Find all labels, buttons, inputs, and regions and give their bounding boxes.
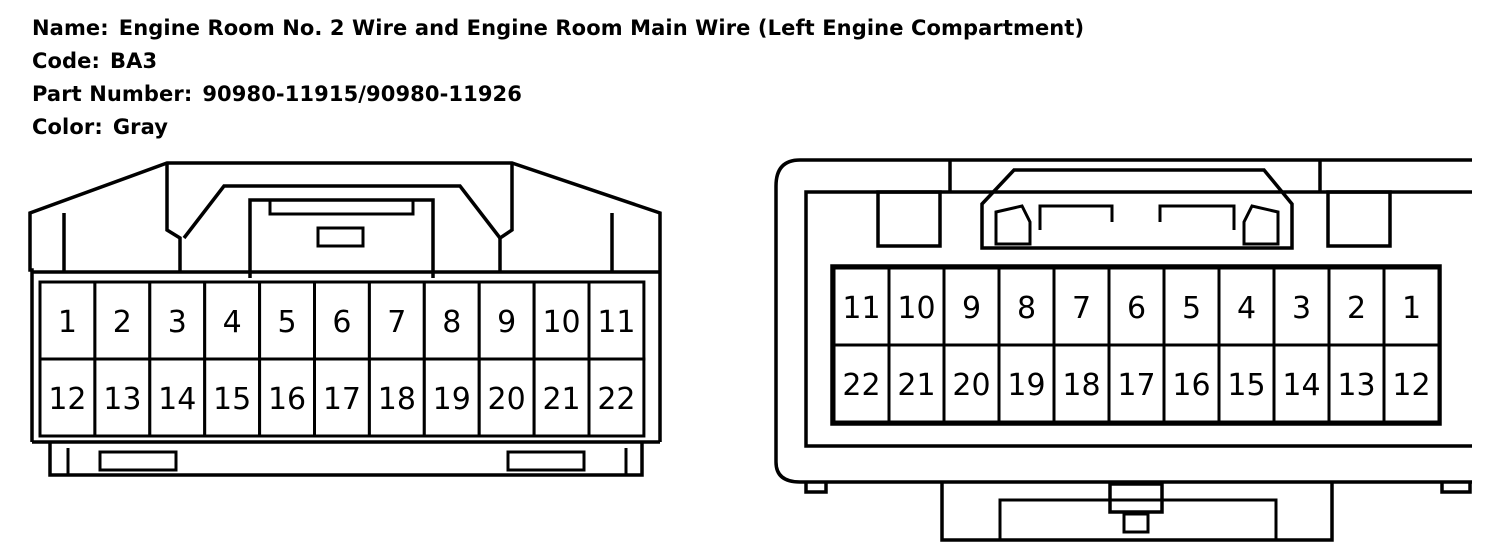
- right-pin-label-11: 11: [842, 291, 880, 326]
- right-pin-label-19: 19: [1007, 368, 1045, 403]
- code-value: BA3: [110, 49, 158, 73]
- left-pin-label-19: 19: [433, 382, 471, 417]
- right-pin-cell-15: [1217, 343, 1276, 424]
- left-pin-label-3: 3: [168, 305, 187, 340]
- right-pin-cell-3: [1272, 266, 1331, 347]
- left-pin-cell-8: [422, 280, 481, 361]
- left-pin-label-8: 8: [442, 305, 461, 340]
- color-line: Color: Gray: [32, 111, 1084, 144]
- code-line: Code: BA3: [32, 45, 1084, 78]
- left-pin-label-5: 5: [278, 305, 297, 340]
- right-pin-label-4: 4: [1237, 291, 1256, 326]
- name-label: Name:: [32, 16, 109, 40]
- right-pin-label-10: 10: [897, 291, 935, 326]
- right-pin-cell-10: [887, 266, 946, 347]
- left-connector-housing: [28, 161, 662, 477]
- left-pin-label-12: 12: [48, 382, 86, 417]
- right-connector-housing: [774, 158, 1472, 542]
- right-pin-cell-21: [887, 343, 946, 424]
- left-pin-label-21: 21: [542, 382, 580, 417]
- right-pin-label-20: 20: [952, 368, 990, 403]
- left-pin-label-11: 11: [597, 305, 635, 340]
- right-pin-label-14: 14: [1282, 368, 1320, 403]
- left-pin-label-10: 10: [542, 305, 580, 340]
- left-pin-label-16: 16: [268, 382, 306, 417]
- left-pin-label-18: 18: [378, 382, 416, 417]
- left-pin-label-1: 1: [58, 305, 77, 340]
- name-value: Engine Room No. 2 Wire and Engine Room M…: [118, 16, 1085, 40]
- left-pin-label-14: 14: [158, 382, 196, 417]
- right-pin-label-5: 5: [1182, 291, 1201, 326]
- right-pin-cell-1: [1382, 266, 1441, 347]
- right-pin-label-17: 17: [1117, 368, 1155, 403]
- left-pin-cell-17: [313, 357, 371, 438]
- right-pin-label-6: 6: [1127, 291, 1146, 326]
- color-value: Gray: [112, 115, 169, 139]
- right-pin-label-22: 22: [842, 368, 880, 403]
- part-number-value: 90980-11915/90980-11926: [202, 82, 522, 106]
- left-pin-label-22: 22: [597, 382, 635, 417]
- left-pin-label-17: 17: [323, 382, 361, 417]
- right-pin-label-2: 2: [1347, 291, 1366, 326]
- left-pin-label-15: 15: [213, 382, 251, 417]
- left-pin-cell-22: [587, 357, 646, 438]
- right-pin-cell-12: [1382, 343, 1441, 424]
- right-pin-label-12: 12: [1392, 368, 1430, 403]
- right-pin-label-9: 9: [962, 291, 981, 326]
- part-number-label: Part Number:: [32, 82, 193, 106]
- left-pin-cell-14: [148, 357, 207, 438]
- right-pin-label-1: 1: [1402, 291, 1421, 326]
- left-pin-cell-6: [313, 280, 371, 361]
- left-pin-cell-5: [258, 280, 317, 361]
- left-pin-cell-15: [203, 357, 262, 438]
- left-pin-label-6: 6: [332, 305, 351, 340]
- left-pin-label-2: 2: [113, 305, 132, 340]
- left-pin-label-20: 20: [488, 382, 526, 417]
- left-pin-label-13: 13: [103, 382, 141, 417]
- part-number-line: Part Number: 90980-11915/90980-11926: [32, 78, 1084, 111]
- right-pin-cell-22: [832, 343, 891, 424]
- right-pin-cell-19: [997, 343, 1056, 424]
- right-pin-label-7: 7: [1072, 291, 1091, 326]
- right-pin-cell-14: [1272, 343, 1331, 424]
- left-pin-label-7: 7: [387, 305, 406, 340]
- right-pin-label-3: 3: [1292, 291, 1311, 326]
- right-pin-label-15: 15: [1227, 368, 1265, 403]
- right-pin-label-18: 18: [1062, 368, 1100, 403]
- right-pin-label-13: 13: [1337, 368, 1375, 403]
- right-pin-cell-16: [1162, 343, 1221, 424]
- left-pin-cell-13: [93, 357, 152, 438]
- left-pin-cell-21: [532, 357, 591, 438]
- right-pin-label-16: 16: [1172, 368, 1210, 403]
- right-pin-cell-6: [1107, 266, 1166, 347]
- left-pin-label-4: 4: [223, 305, 242, 340]
- right-pin-label-21: 21: [897, 368, 935, 403]
- color-label: Color:: [32, 115, 103, 139]
- left-pin-cell-18: [367, 357, 426, 438]
- left-pin-label-9: 9: [497, 305, 516, 340]
- right-pin-label-8: 8: [1017, 291, 1036, 326]
- code-label: Code:: [32, 49, 101, 73]
- left-pin-cell-11: [587, 280, 646, 361]
- name-line: Name: Engine Room No. 2 Wire and Engine R…: [32, 12, 1084, 45]
- right-pin-cell-18: [1052, 343, 1111, 424]
- connector-info: Name: Engine Room No. 2 Wire and Engine R…: [32, 12, 1084, 144]
